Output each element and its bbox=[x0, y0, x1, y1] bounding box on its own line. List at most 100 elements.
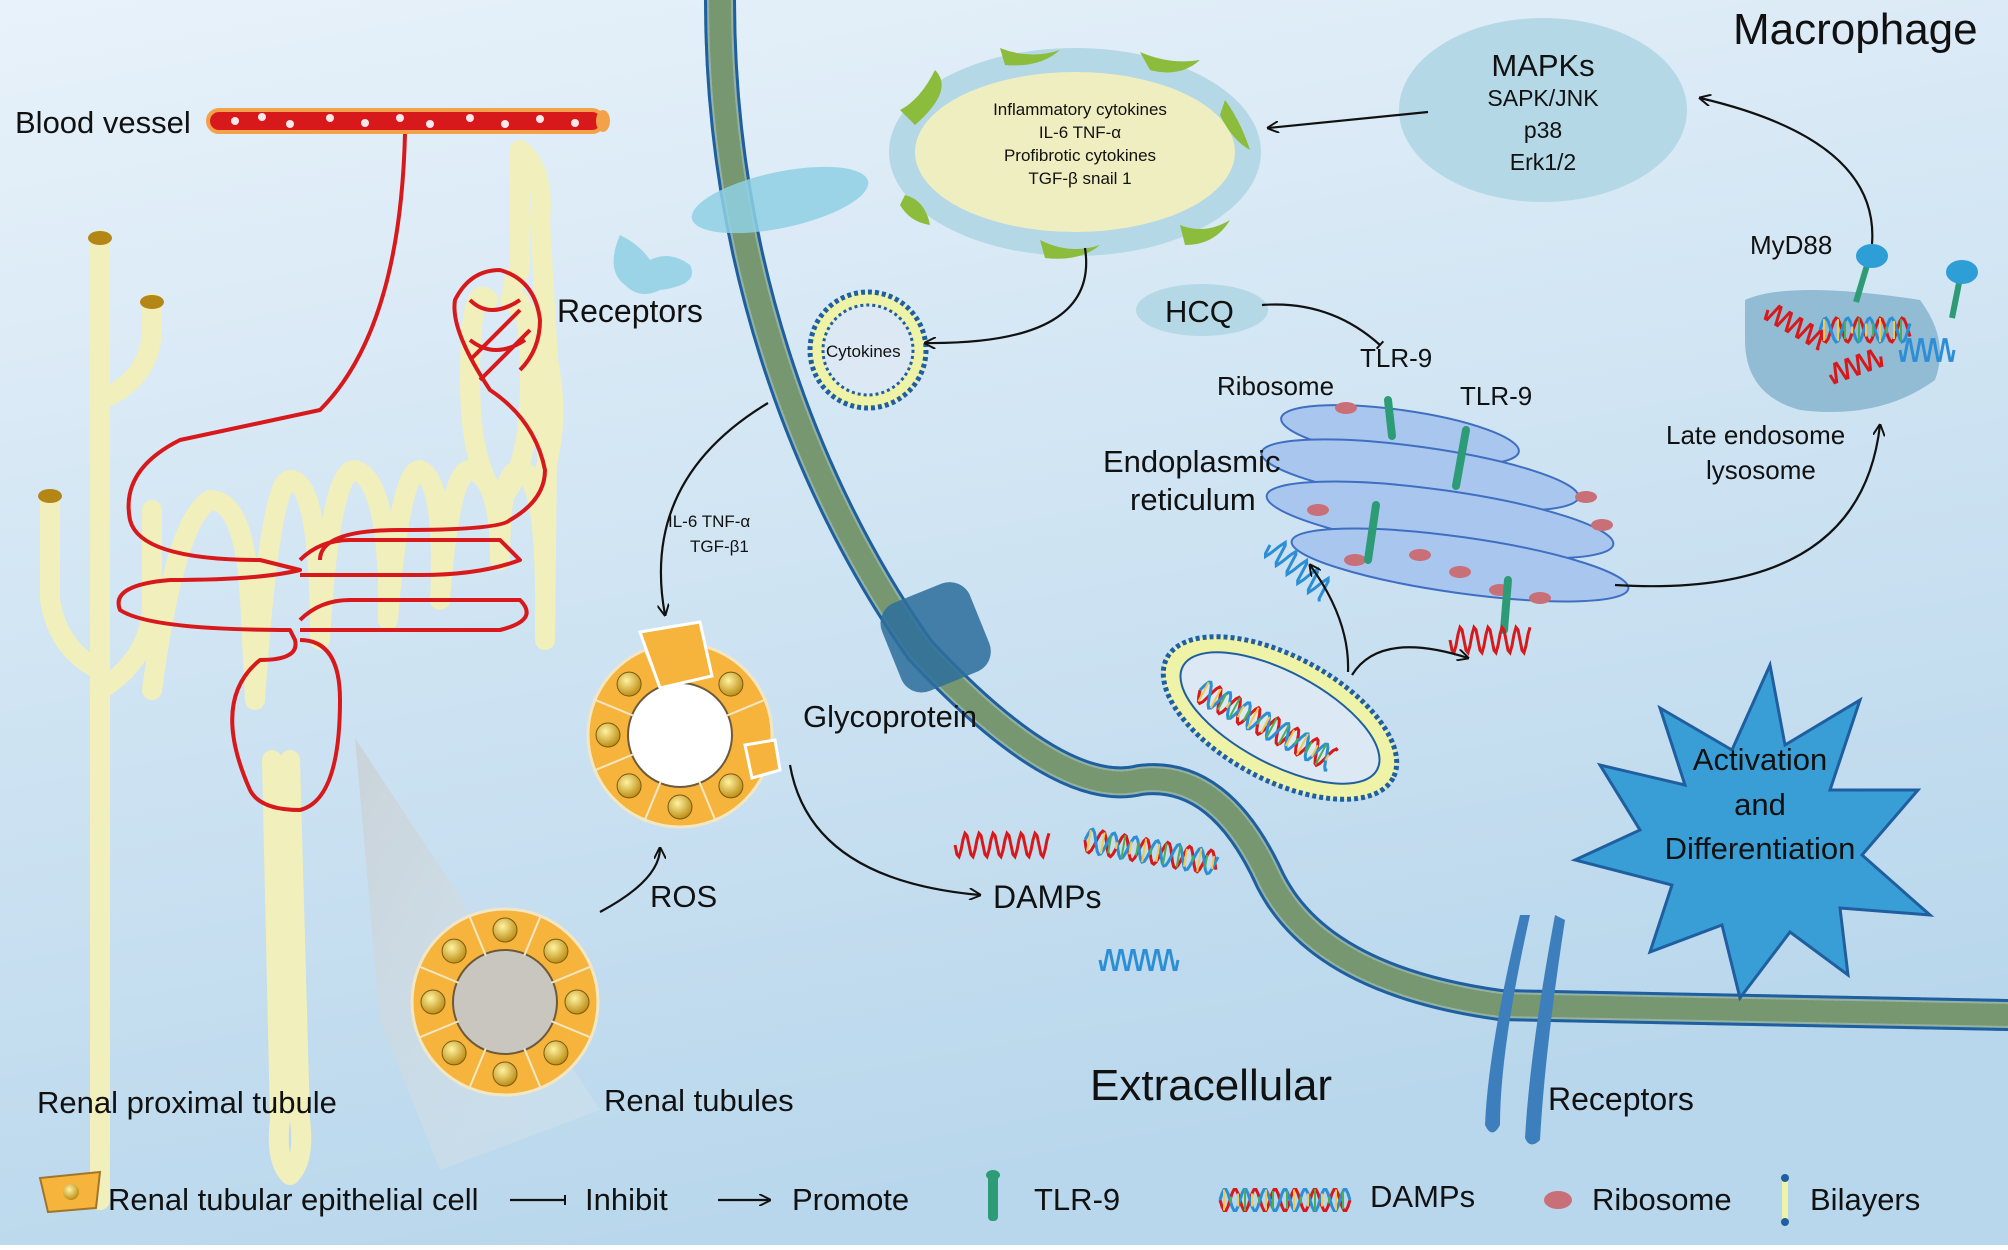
nucleus-line-4: TGF-β snail 1 bbox=[1028, 169, 1131, 188]
activation-line-1: Activation bbox=[1693, 742, 1827, 777]
healthy-nucleus bbox=[543, 1040, 569, 1066]
blood-vessel-label: Blood vessel bbox=[15, 105, 191, 140]
cytokines-vesicle-label: Cytokines bbox=[826, 342, 901, 361]
vesicle-helix-rung bbox=[1324, 754, 1330, 762]
healthy-cell-border bbox=[468, 1047, 487, 1090]
injured-nucleus bbox=[616, 773, 642, 799]
damp-helix-1-rung bbox=[1161, 843, 1168, 865]
damp-helix-1-rung bbox=[1175, 845, 1182, 868]
injured-nucleus bbox=[595, 722, 621, 748]
vesicle-helix-rung bbox=[1284, 729, 1296, 747]
vesicle-helix-rung bbox=[1225, 701, 1231, 709]
cell-membrane bbox=[704, 0, 2008, 1031]
late-endosome-line-2: lysosome bbox=[1706, 455, 1816, 485]
vesicle-helix-rung bbox=[1197, 681, 1210, 702]
damp-helix-1-rung bbox=[1210, 856, 1216, 870]
legend-dna-blue bbox=[1218, 1188, 1352, 1212]
damp-helix-1-rung bbox=[1149, 848, 1153, 856]
ribosome-label: Ribosome bbox=[1217, 371, 1334, 401]
healthy-cell-border bbox=[468, 914, 487, 957]
damp-helix-1-rung bbox=[1141, 838, 1148, 863]
cytokine-signal-line-1: IL-6 TNF-α bbox=[668, 512, 750, 531]
damps-label: DAMPs bbox=[993, 879, 1101, 915]
late-endosome bbox=[1745, 290, 1940, 412]
injured-nucleus bbox=[718, 773, 744, 799]
tubule-end-cap-3 bbox=[38, 489, 62, 503]
myd88-label: MyD88 bbox=[1750, 230, 1832, 260]
bilayer-icon bbox=[1781, 1174, 1789, 1226]
healthy-cell-border bbox=[550, 1020, 593, 1039]
damp-helix-1-rung bbox=[1107, 835, 1113, 854]
vesicle-helix-rung bbox=[1295, 733, 1309, 756]
vesicle-helix-rung bbox=[1277, 724, 1290, 745]
healthy-nucleus bbox=[441, 938, 467, 964]
cytokine-vesicle bbox=[807, 289, 929, 411]
healthy-nucleus bbox=[420, 989, 446, 1015]
er-label-line-1: Endoplasmic bbox=[1103, 444, 1280, 479]
legend-dna-red bbox=[1218, 1188, 1352, 1212]
damp-helix-1-rung bbox=[1120, 834, 1127, 859]
injured-nucleus bbox=[616, 671, 642, 697]
er-tlr9-receptors bbox=[1364, 396, 1512, 634]
extracellular-label: Extracellular bbox=[1090, 1061, 1332, 1110]
injured-cell-border bbox=[643, 780, 662, 823]
damps-icon bbox=[1218, 1188, 1352, 1212]
injured-cell-border bbox=[725, 698, 768, 717]
er-label-line-2: reticulum bbox=[1130, 482, 1256, 517]
vesicle-helix-rung bbox=[1304, 741, 1313, 754]
hcq-label: HCQ bbox=[1165, 294, 1234, 329]
damp-helix-1-rung bbox=[1190, 855, 1194, 863]
macrophage-nucleus bbox=[889, 48, 1261, 259]
healthy-nucleus bbox=[564, 989, 590, 1015]
capillary-network bbox=[116, 133, 547, 812]
healthy-nucleus bbox=[492, 1061, 518, 1087]
injured-cell-border bbox=[592, 753, 635, 772]
tlr9-icon bbox=[986, 1170, 1000, 1221]
mapks-bubble bbox=[1399, 18, 1687, 202]
vesicle-helix-rung bbox=[1209, 688, 1222, 709]
activation-starburst bbox=[1570, 660, 1935, 1002]
vesicle-helix-rung bbox=[1216, 693, 1228, 711]
damp-helix-1-rung bbox=[1182, 848, 1189, 867]
ribosome-icon bbox=[1544, 1191, 1572, 1209]
receptors-top-label: Receptors bbox=[557, 293, 703, 329]
endo-strand-red-2 bbox=[1828, 349, 1884, 385]
endo-strand-blue bbox=[1898, 338, 1956, 362]
macrophage-label: Macrophage bbox=[1733, 5, 1978, 54]
tlr9-label-b: TLR-9 bbox=[1460, 381, 1532, 411]
ros-label: ROS bbox=[650, 879, 717, 914]
injured-nucleus bbox=[718, 671, 744, 697]
mapks-sapk-jnk: SAPK/JNK bbox=[1487, 85, 1599, 111]
legend-inhibit: Inhibit bbox=[585, 1182, 668, 1217]
damp-strand-red-1 bbox=[953, 830, 1051, 860]
late-endosome-line-1: Late endosome bbox=[1666, 420, 1845, 450]
nucleus-line-3: Profibrotic cytokines bbox=[1004, 146, 1156, 165]
myd88-adaptors bbox=[1853, 244, 1978, 319]
activation-line-3: Differentiation bbox=[1665, 831, 1856, 866]
damp-strand-blue-1 bbox=[1098, 949, 1180, 971]
vesicle-helix-rung bbox=[1260, 716, 1271, 734]
mapks-title: MAPKs bbox=[1491, 48, 1594, 83]
injured-cell-border bbox=[592, 698, 635, 717]
cytokine-signal-line-2: TGF-β1 bbox=[690, 537, 749, 556]
endo-strand-red-1 bbox=[1763, 304, 1825, 351]
mapks-erk: Erk1/2 bbox=[1510, 149, 1576, 175]
promote-arrows bbox=[599, 98, 1880, 913]
activation-line-2: and bbox=[1734, 787, 1786, 822]
healthy-cell-border bbox=[523, 1047, 542, 1090]
receptor-bottom bbox=[1485, 915, 1565, 1145]
vesicle-helix-rung bbox=[1227, 697, 1241, 720]
vesicle-helix-rung bbox=[1314, 743, 1328, 766]
vesicle-helix-rung bbox=[1246, 707, 1260, 730]
tubule-end-cap-2 bbox=[140, 295, 164, 309]
vesicle-helix-rung bbox=[1293, 737, 1299, 745]
er-ribosomes bbox=[1307, 402, 1613, 604]
tubule-end-cap-1 bbox=[88, 231, 112, 245]
damp-helix-1-rung bbox=[1099, 832, 1106, 855]
healthy-cell-border bbox=[417, 1020, 460, 1039]
injured-tubule-ring bbox=[586, 620, 782, 829]
renal-proximal-tubule-label: Renal proximal tubule bbox=[37, 1085, 337, 1120]
damp-helix-1-rung bbox=[1135, 842, 1140, 856]
